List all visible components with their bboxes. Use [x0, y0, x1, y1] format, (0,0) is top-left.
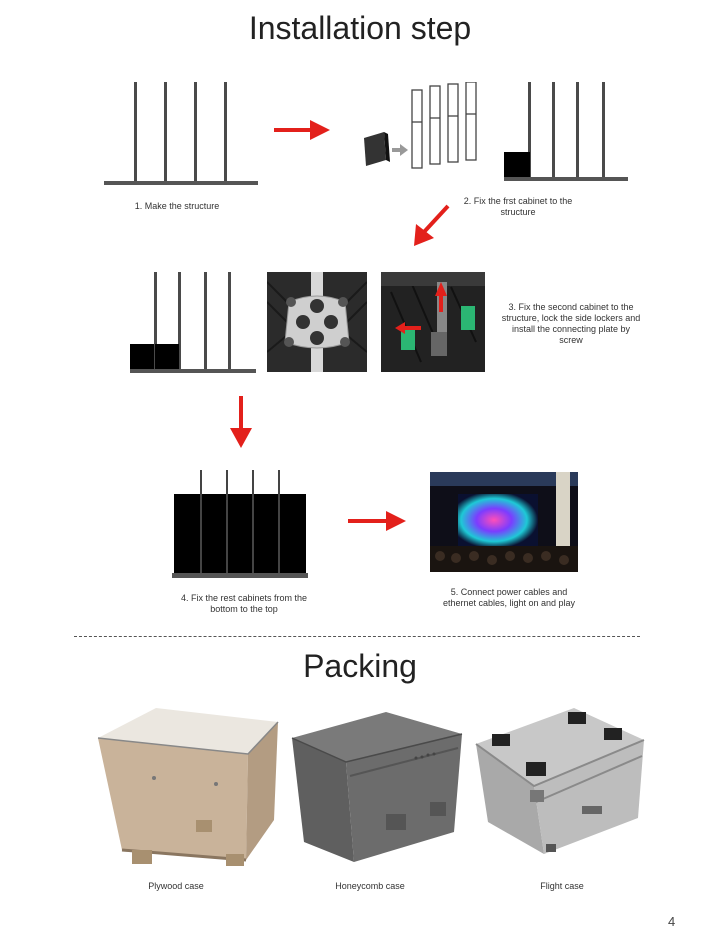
packing-title: Packing [303, 648, 417, 684]
step2-structure-diagram [504, 82, 628, 181]
step3-structure-diagram [130, 272, 256, 373]
step5-caption: 5. Connect power cables and ethernet cab… [442, 587, 576, 608]
arrow-down-left-icon [414, 204, 450, 246]
stage-led-screen-photo [430, 472, 578, 572]
connecting-plate-photo [267, 272, 367, 372]
plywood-case-caption: Plywood case [148, 881, 204, 891]
step3-caption: 3. Fix the second cabinet to the structu… [501, 302, 641, 345]
flight-case-caption: Flight case [540, 881, 584, 891]
step1-structure-diagram [104, 82, 258, 185]
side-locker-photo [381, 272, 485, 372]
step4-caption: 4. Fix the rest cabinets from the bottom… [180, 593, 308, 614]
flight-case-photo [475, 708, 645, 854]
step1-caption: 1. Make the structure [134, 201, 220, 211]
section-divider [74, 636, 640, 637]
step4-full-cabinets-diagram [172, 470, 308, 578]
honeycomb-case-caption: Honeycomb case [335, 881, 405, 891]
arrow-down-icon [230, 396, 252, 448]
page-number: 4 [668, 914, 676, 929]
step2-frame-illustration [364, 82, 477, 169]
step2-caption: 2. Fix the frst cabinet to the structure [463, 196, 573, 217]
installation-title: Installation step [248, 10, 472, 46]
arrow-right-icon [348, 511, 406, 531]
honeycomb-case-photo [291, 712, 463, 862]
plywood-case-photo [97, 708, 279, 866]
arrow-right-icon [274, 120, 330, 140]
